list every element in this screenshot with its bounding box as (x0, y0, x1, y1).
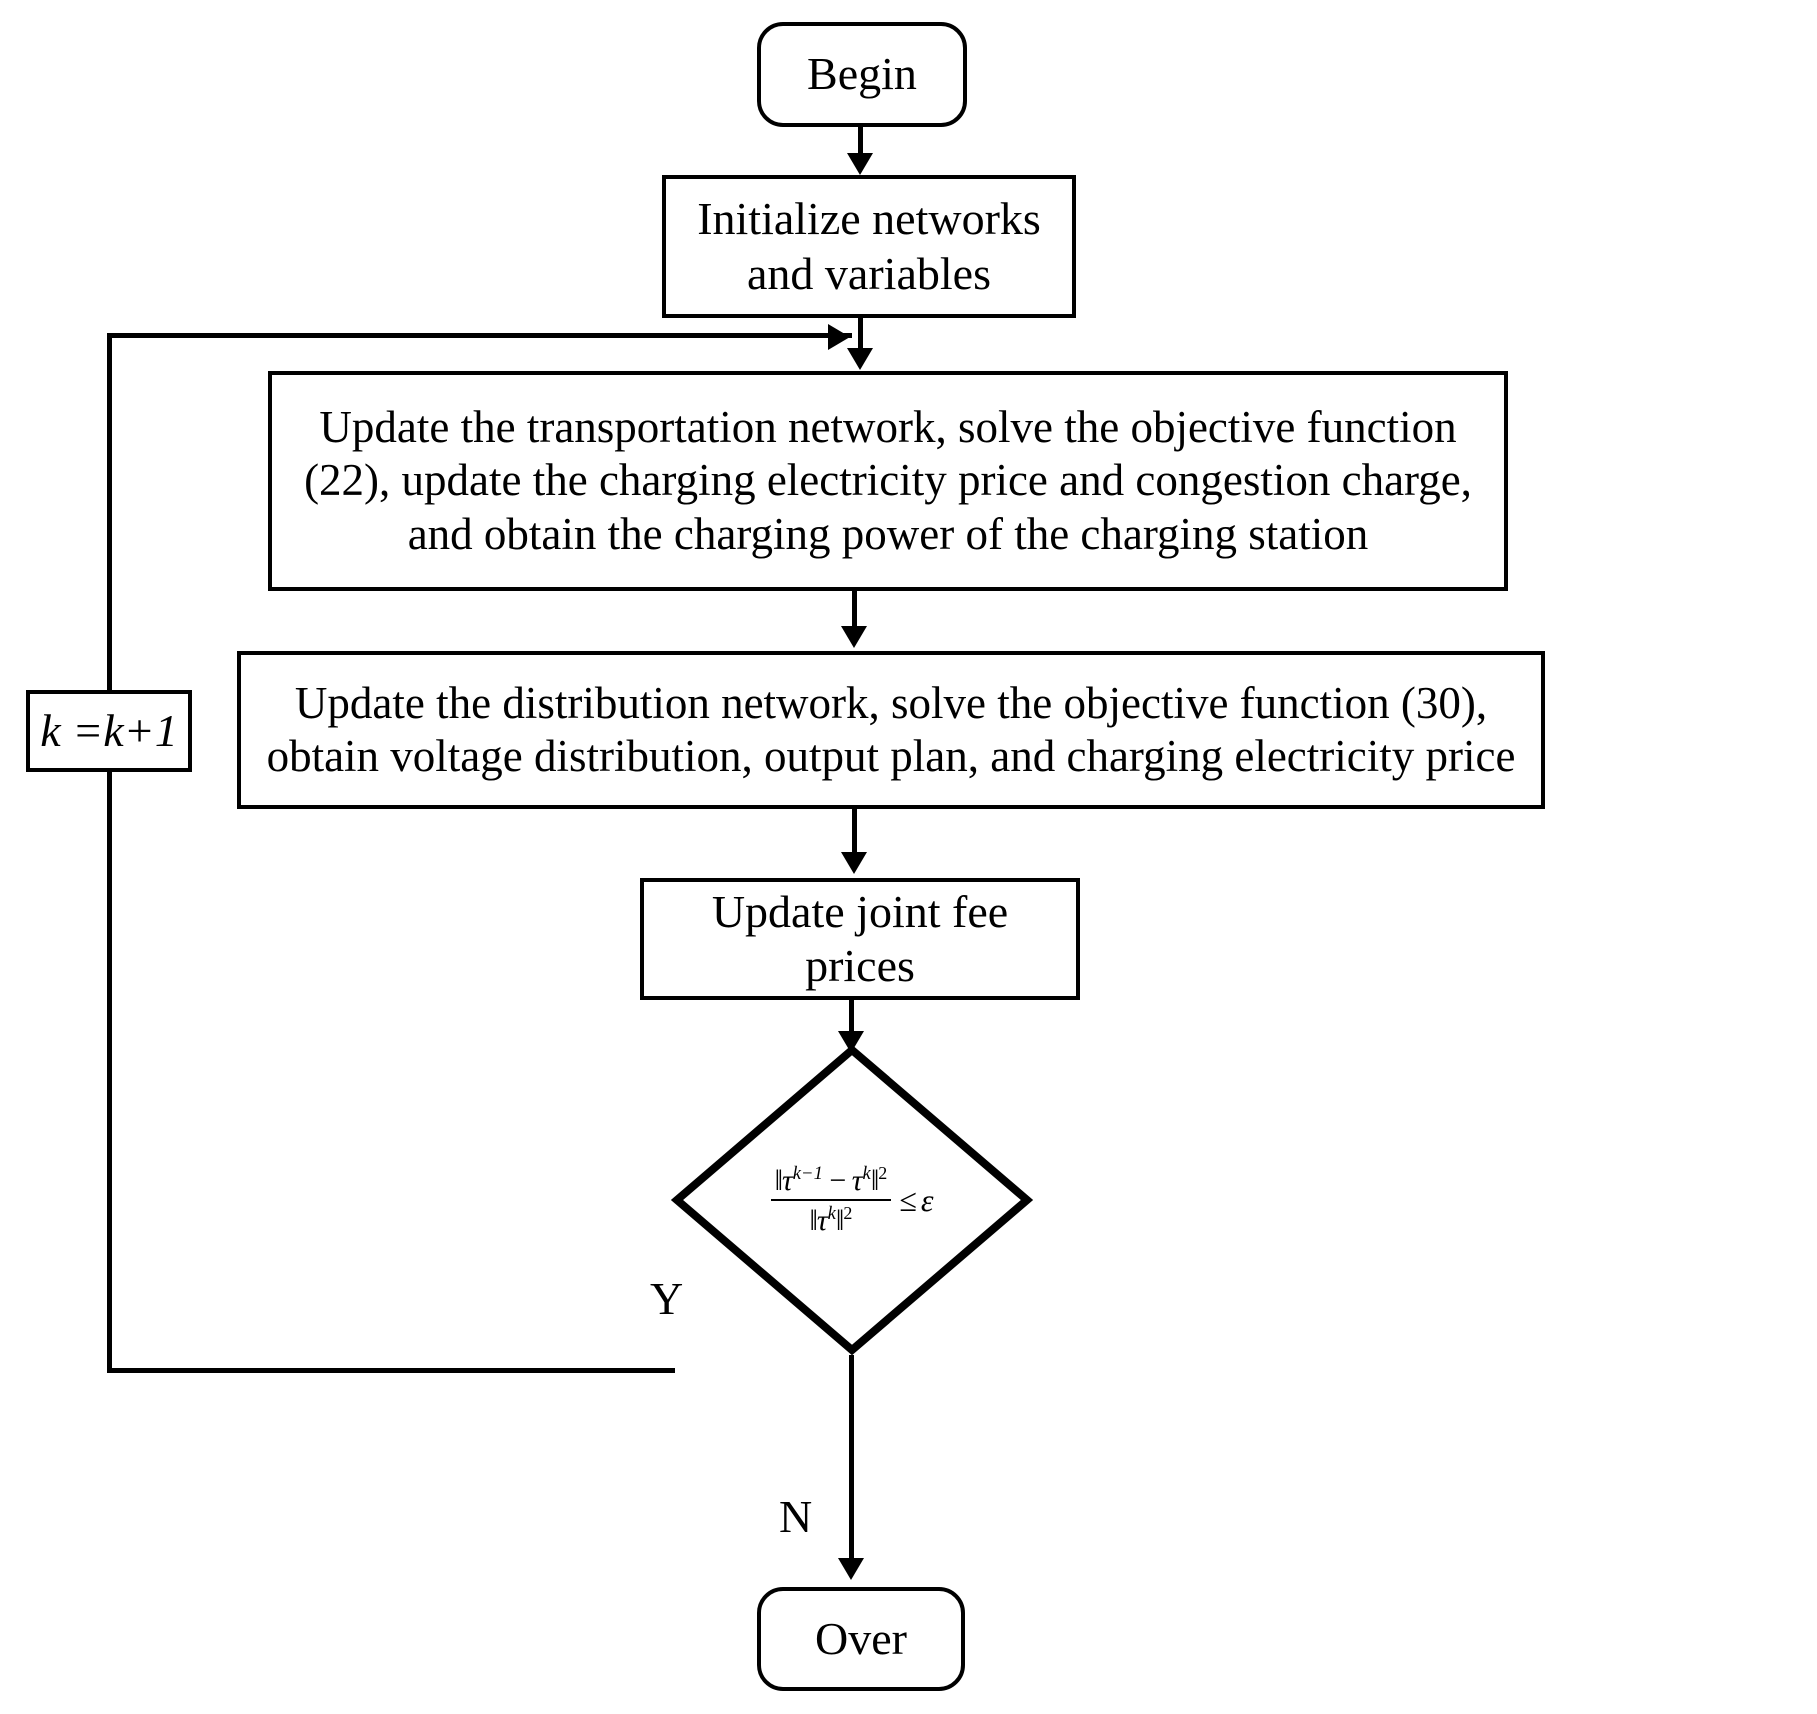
edge-begin-to-initialize (858, 127, 863, 158)
node-update-transportation-network[interactable]: Update the transportation network, solve… (268, 371, 1508, 591)
arrowhead-decision-to-over (838, 1558, 864, 1580)
arrowhead-feedback-into-transport (828, 324, 850, 350)
node-convergence-decision[interactable]: ‖τk−1 − τk‖2 ‖τk‖2 ≤ ε (670, 1044, 1034, 1356)
node-update-transportation-network-label: Update the transportation network, solve… (304, 402, 1472, 559)
node-initialize[interactable]: Initialize networks and variables (662, 175, 1076, 318)
edge-initialize-to-transport (858, 318, 863, 351)
node-initialize-label: Initialize networks and variables (697, 193, 1041, 299)
edge-distribution-to-joint (852, 809, 857, 855)
arrowhead-begin-to-initialize (847, 153, 873, 175)
edge-decision-yes-horizontal (107, 1368, 675, 1373)
node-update-joint-fee-prices-label: Update joint fee prices (711, 885, 1009, 991)
edge-joint-to-decision (849, 1000, 854, 1040)
edge-label-no: N (779, 1491, 813, 1542)
edge-transport-to-distribution (852, 591, 857, 631)
edge-feedback-horizontal-top (107, 333, 852, 338)
node-update-distribution-network[interactable]: Update the distribution network, solve t… (237, 651, 1545, 809)
edge-decision-to-over (849, 1355, 854, 1563)
arrowhead-initialize-to-transport (847, 348, 873, 370)
arrowhead-transport-to-distribution (841, 626, 867, 648)
node-counter-increment[interactable]: k =k+1 (26, 690, 192, 772)
decision-diamond-shape (670, 1044, 1034, 1356)
node-over-label: Over (815, 1612, 907, 1664)
edge-feedback-vertical-left (107, 333, 112, 1373)
node-begin-label: Begin (807, 48, 917, 100)
arrowhead-joint-to-decision (838, 1031, 864, 1053)
edge-label-yes: Y (650, 1273, 684, 1324)
node-counter-increment-label: k =k+1 (40, 704, 178, 756)
node-over[interactable]: Over (757, 1587, 965, 1691)
node-update-distribution-network-label: Update the distribution network, solve t… (266, 677, 1516, 781)
node-begin[interactable]: Begin (757, 22, 967, 127)
arrowhead-distribution-to-joint (841, 852, 867, 874)
node-update-joint-fee-prices[interactable]: Update joint fee prices (640, 878, 1080, 1000)
